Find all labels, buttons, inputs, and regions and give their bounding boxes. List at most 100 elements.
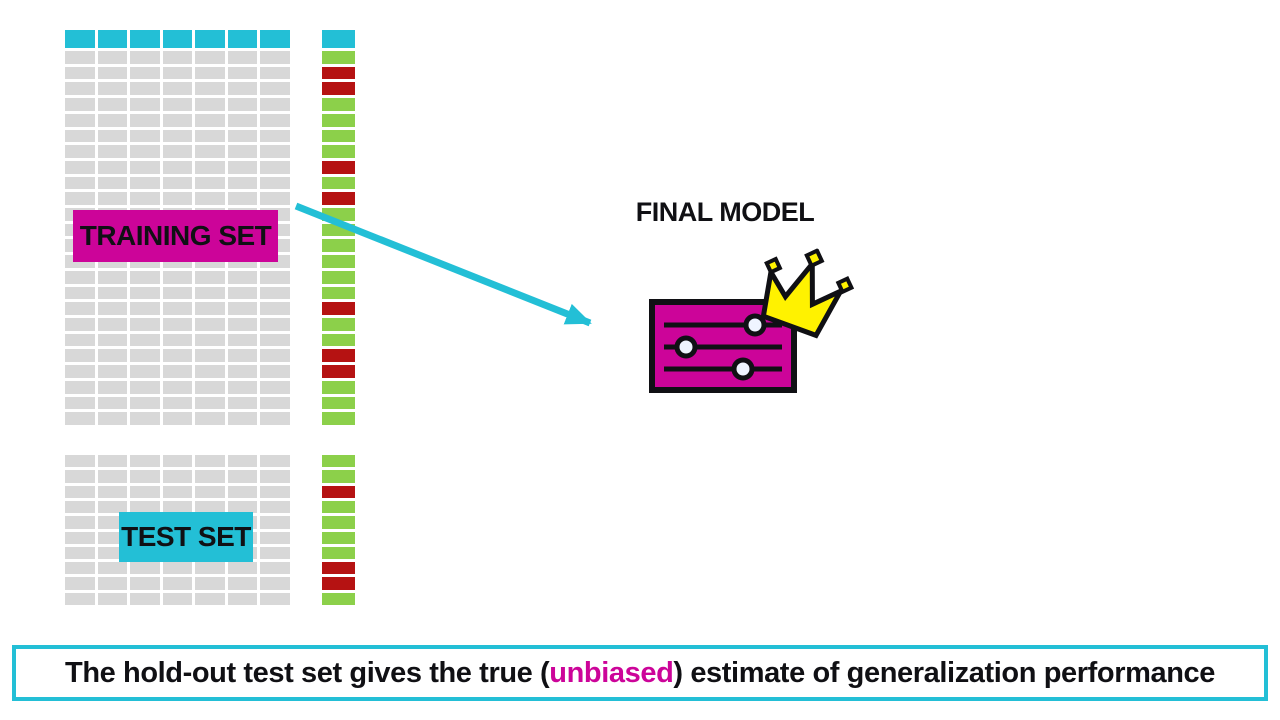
caption-prefix: The hold-out test set gives the true ( xyxy=(65,656,550,689)
data-cell xyxy=(97,470,128,483)
data-cell xyxy=(130,470,160,483)
data-cell xyxy=(130,51,160,64)
data-cell xyxy=(162,470,193,483)
data-cell xyxy=(260,333,290,347)
data-cell xyxy=(322,380,355,394)
data-cell xyxy=(65,82,95,96)
data-cell xyxy=(260,577,290,590)
training-label-column xyxy=(322,30,355,425)
data-cell xyxy=(260,30,290,48)
data-cell xyxy=(162,302,193,316)
data-cell xyxy=(227,470,258,483)
data-cell xyxy=(162,192,193,206)
data-cell xyxy=(162,577,193,590)
data-cell xyxy=(227,286,258,300)
data-cell xyxy=(65,160,95,174)
data-cell xyxy=(162,396,193,410)
data-cell xyxy=(195,470,225,483)
data-cell xyxy=(260,380,290,394)
data-cell xyxy=(195,380,225,394)
data-cell xyxy=(195,365,225,378)
data-cell xyxy=(195,318,225,331)
data-cell xyxy=(97,176,128,190)
data-cell xyxy=(162,318,193,331)
data-cell xyxy=(162,270,193,284)
data-cell xyxy=(97,592,128,605)
data-cell xyxy=(162,380,193,394)
data-cell xyxy=(227,176,258,190)
data-cell xyxy=(65,500,95,514)
data-cell xyxy=(195,192,225,206)
test-set-label: TEST SET xyxy=(119,512,253,562)
data-cell xyxy=(65,318,95,331)
data-cell xyxy=(97,396,128,410)
data-cell xyxy=(322,562,355,575)
training-set-label: TRAINING SET xyxy=(73,210,278,262)
data-cell xyxy=(97,30,128,48)
data-cell xyxy=(65,592,95,605)
data-cell xyxy=(162,562,193,575)
data-cell xyxy=(260,51,290,64)
data-cell xyxy=(195,98,225,111)
data-cell xyxy=(260,412,290,425)
data-cell xyxy=(227,98,258,111)
data-cell xyxy=(227,485,258,498)
data-cell xyxy=(130,160,160,174)
data-cell xyxy=(162,176,193,190)
data-cell xyxy=(65,98,95,111)
data-cell xyxy=(97,98,128,111)
data-cell xyxy=(97,485,128,498)
data-cell xyxy=(322,82,355,96)
data-cell xyxy=(195,176,225,190)
data-cell xyxy=(162,129,193,143)
data-cell xyxy=(65,176,95,190)
data-cell xyxy=(130,333,160,347)
data-cell xyxy=(97,192,128,206)
data-cell xyxy=(162,349,193,363)
data-cell xyxy=(130,82,160,96)
data-cell xyxy=(130,98,160,111)
data-cell xyxy=(162,113,193,127)
data-cell xyxy=(227,113,258,127)
data-cell xyxy=(322,66,355,80)
data-cell xyxy=(65,412,95,425)
data-cell xyxy=(260,286,290,300)
data-cell xyxy=(195,412,225,425)
data-cell xyxy=(65,192,95,206)
data-cell xyxy=(195,302,225,316)
data-cell xyxy=(130,396,160,410)
data-cell xyxy=(97,318,128,331)
data-cell xyxy=(65,562,95,575)
data-cell xyxy=(227,562,258,575)
data-cell xyxy=(130,412,160,425)
data-cell xyxy=(195,270,225,284)
data-cell xyxy=(97,333,128,347)
data-cell xyxy=(65,349,95,363)
data-cell xyxy=(162,51,193,64)
data-cell xyxy=(162,82,193,96)
data-cell xyxy=(195,129,225,143)
data-cell xyxy=(65,365,95,378)
data-cell xyxy=(65,66,95,80)
data-cell xyxy=(65,470,95,483)
data-cell xyxy=(65,302,95,316)
data-cell xyxy=(65,485,95,498)
data-cell xyxy=(322,485,355,498)
data-cell xyxy=(322,113,355,127)
data-cell xyxy=(322,145,355,158)
data-cell xyxy=(130,129,160,143)
data-cell xyxy=(97,365,128,378)
data-cell xyxy=(322,160,355,174)
data-cell xyxy=(195,145,225,158)
data-cell xyxy=(130,30,160,48)
data-cell xyxy=(322,286,355,300)
data-cell xyxy=(97,82,128,96)
data-cell xyxy=(65,51,95,64)
data-cell xyxy=(65,396,95,410)
data-cell xyxy=(195,82,225,96)
data-cell xyxy=(65,333,95,347)
data-cell xyxy=(195,286,225,300)
data-cell xyxy=(260,396,290,410)
data-cell xyxy=(195,592,225,605)
data-cell xyxy=(227,349,258,363)
